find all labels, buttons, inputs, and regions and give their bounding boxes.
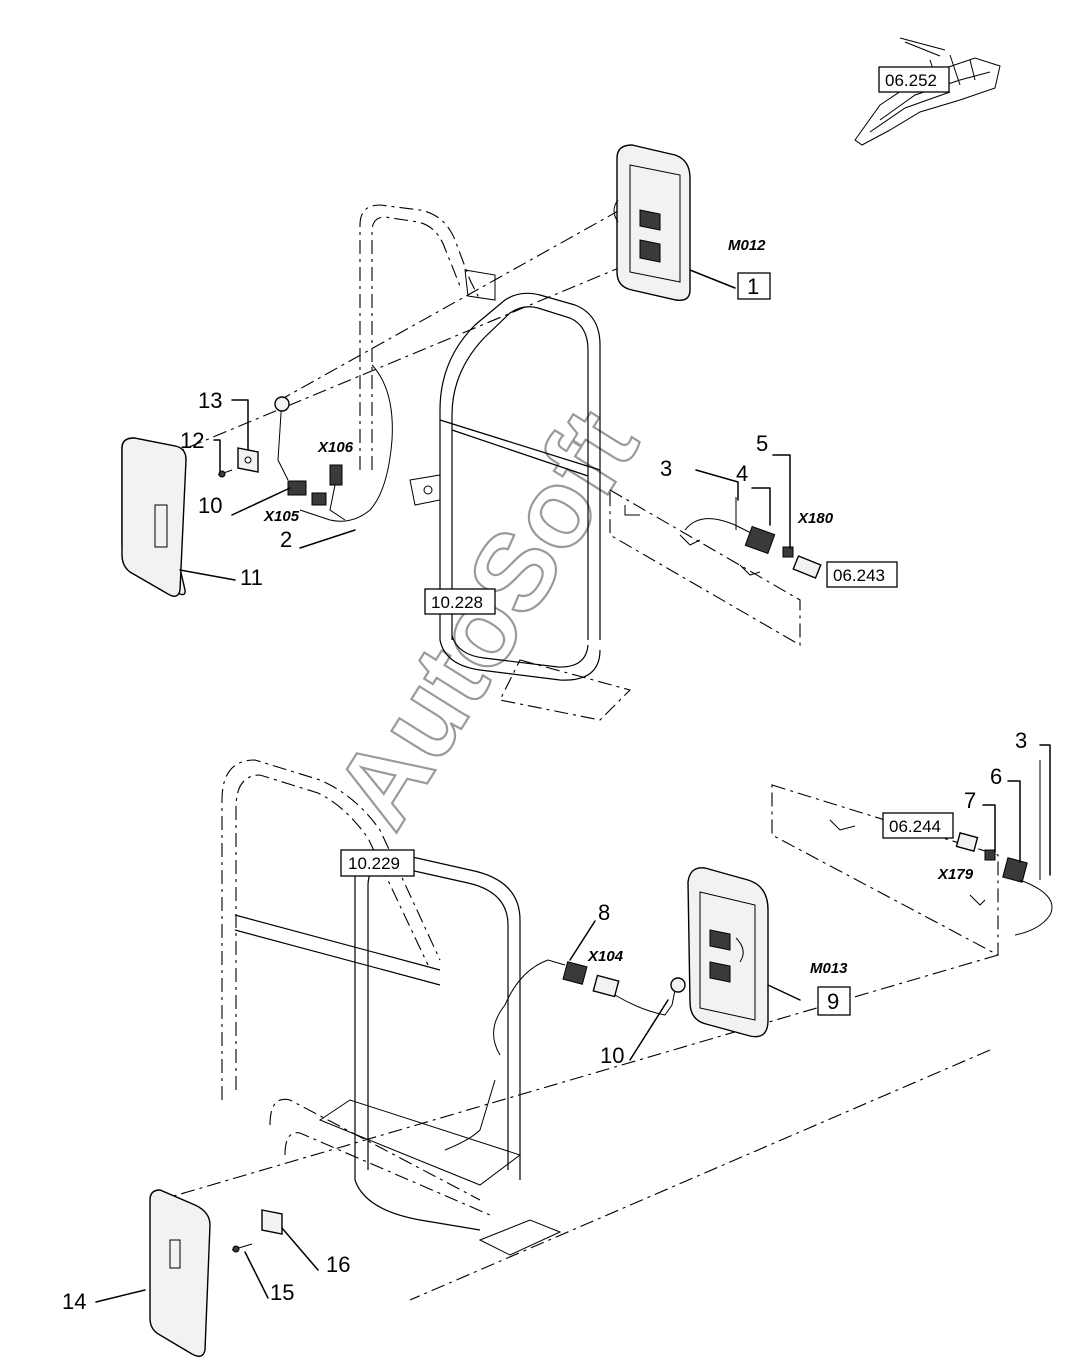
- rear-light-bracket-lower: [771, 760, 1053, 956]
- connector-x180: X180: [797, 510, 834, 527]
- watermark: AutoSoft: [311, 389, 661, 848]
- connector-labels: M012 X106 X105 X180 X179 X104 M013: [263, 237, 974, 977]
- callout-8: 8: [598, 900, 610, 925]
- leader-lines: [95, 269, 1051, 1303]
- connector-x105: X105: [263, 508, 300, 525]
- callout-1: 1: [747, 274, 759, 299]
- work-light-m012: [613, 144, 691, 301]
- callout-5: 5: [756, 431, 768, 456]
- callout-10-lower: 10: [600, 1043, 624, 1068]
- reference-box-06244: [882, 812, 954, 839]
- callout-3-lower: 3: [1015, 728, 1027, 753]
- reference-box-06252: [878, 66, 950, 93]
- callout-14: 14: [62, 1289, 86, 1314]
- connector-m013: M013: [810, 960, 848, 977]
- cover-11: [121, 437, 187, 597]
- reference-10229: 10.229: [348, 854, 400, 873]
- callout-7: 7: [964, 788, 976, 813]
- callout-3-upper: 3: [660, 456, 672, 481]
- connector-m012: M012: [728, 237, 766, 254]
- lower-rops-frame: [159, 759, 999, 1301]
- reference-06244: 06.244: [889, 817, 941, 836]
- bracket-13: [237, 447, 259, 473]
- callout-11: 11: [240, 565, 263, 590]
- callout-12: 12: [180, 428, 204, 453]
- reference-box-10229: [340, 849, 415, 877]
- callout-4: 4: [736, 461, 748, 486]
- callout-2: 2: [280, 527, 292, 552]
- reference-06243: 06.243: [833, 566, 885, 585]
- reference-06252: 06.252: [885, 71, 937, 90]
- reference-boxes: 06.252 06.243 06.244 10.228 10.229: [340, 66, 954, 877]
- screw-15: [231, 1243, 253, 1253]
- callout-6: 6: [990, 764, 1002, 789]
- connector-x106: X106: [317, 439, 354, 456]
- rear-light-bracket-upper: [609, 489, 822, 646]
- reference-box-10228: [424, 588, 496, 615]
- work-light-m013: [687, 867, 769, 1038]
- callout-10-upper: 10: [198, 493, 222, 518]
- callout-numbers: 1 9 2 3 4 5 3 6 7 8 10 10 11 12 13 14 15…: [62, 272, 1027, 1314]
- callout-15: 15: [270, 1280, 294, 1305]
- wiring-harness-lower: [444, 959, 686, 1151]
- callout-box-9: [817, 986, 851, 1016]
- cover-14: [149, 1189, 211, 1357]
- connector-x104: X104: [587, 948, 624, 965]
- callout-13: 13: [198, 388, 222, 413]
- bracket-16: [261, 1209, 283, 1235]
- reference-box-06243: [826, 561, 898, 588]
- callout-box-1: [737, 272, 771, 300]
- wiring-harness-upper: [274, 364, 393, 522]
- callout-16: 16: [326, 1252, 350, 1277]
- callout-9: 9: [827, 989, 839, 1014]
- reference-10228: 10.228: [431, 593, 483, 612]
- upper-rops-frame: [169, 204, 651, 721]
- connector-x179: X179: [937, 866, 974, 883]
